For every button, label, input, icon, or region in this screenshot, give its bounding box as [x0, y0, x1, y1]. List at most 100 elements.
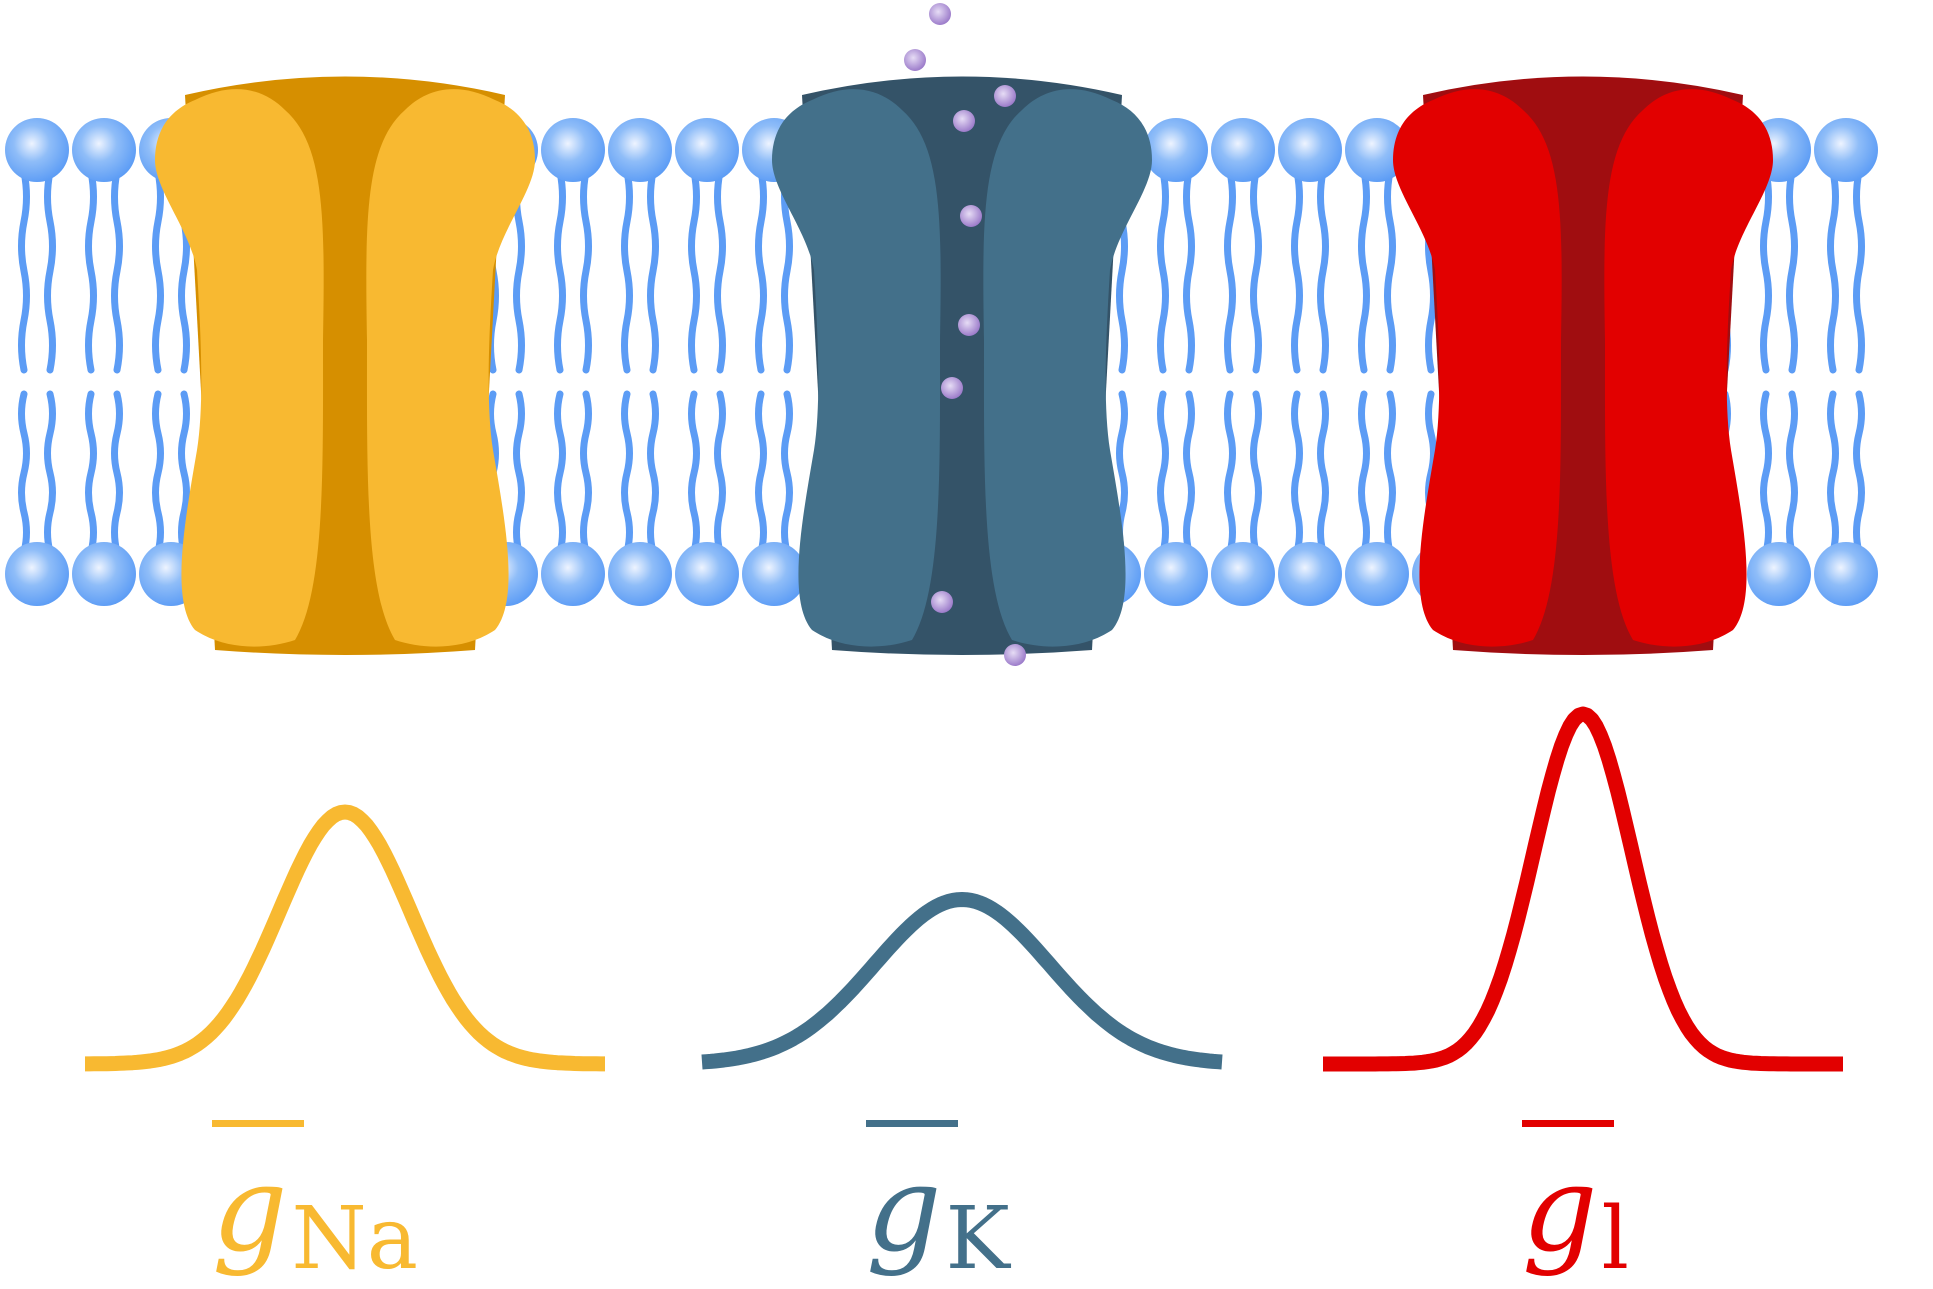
- lipid-tail: [781, 168, 793, 374]
- label-g-na: gNa: [212, 1120, 418, 1282]
- ion-channels: [155, 76, 1773, 655]
- leak-channel: [1393, 76, 1773, 655]
- ion-particle-icon: [958, 314, 980, 336]
- lipid-tail: [152, 390, 164, 556]
- lipid-tail: [1384, 390, 1396, 556]
- sodium-channel: [155, 76, 535, 655]
- lipid-tail: [1224, 168, 1236, 374]
- lipid-head-icon: [1747, 542, 1811, 606]
- lipid-tail: [755, 168, 767, 374]
- lipid-tail: [554, 390, 566, 556]
- lipid-tail: [85, 390, 97, 556]
- lipid-tail: [1853, 168, 1865, 374]
- lipid-tail: [1224, 390, 1236, 556]
- lipid-tail: [152, 168, 164, 374]
- lipid-tail: [580, 390, 592, 556]
- lipid-head-icon: [1345, 118, 1409, 182]
- lipid-tail: [1827, 168, 1839, 374]
- lipid-tail: [1317, 390, 1329, 556]
- conductance-curve-k: [698, 892, 1226, 1070]
- lipid-head-icon: [541, 118, 605, 182]
- lipid-tail: [85, 168, 97, 374]
- lipid-tail: [688, 390, 700, 556]
- lipid-head-icon: [742, 542, 806, 606]
- lipid-tail: [1317, 168, 1329, 374]
- lipid-head-icon: [675, 542, 739, 606]
- lipid-head-icon: [608, 542, 672, 606]
- lipid-tail: [513, 390, 525, 556]
- ion-particle-icon: [941, 377, 963, 399]
- ion-particle-icon: [960, 205, 982, 227]
- lipid-tail: [647, 168, 659, 374]
- lipid-tail: [44, 390, 56, 556]
- lipid-head-icon: [608, 118, 672, 182]
- ion-particle-icon: [1004, 644, 1026, 666]
- lipid-head-icon: [541, 542, 605, 606]
- lipid-tail: [781, 390, 793, 556]
- channel-protein-icon: [772, 89, 941, 647]
- lipid-tail: [647, 390, 659, 556]
- lipid-tail: [688, 168, 700, 374]
- lipid-tail: [1250, 168, 1262, 374]
- lipid-tail: [1291, 390, 1303, 556]
- lipid-tail: [1358, 390, 1370, 556]
- ion-particle-icon: [929, 3, 951, 25]
- conductance-curve-na: [81, 804, 609, 1072]
- lipid-head-icon: [72, 542, 136, 606]
- lipid-tail: [621, 390, 633, 556]
- overbar: [212, 1120, 304, 1127]
- overbar: [1522, 1120, 1614, 1127]
- lipid-tail: [1786, 168, 1798, 374]
- lipid-tail: [1250, 390, 1262, 556]
- lipid-tail: [714, 390, 726, 556]
- lipid-tail: [1358, 168, 1370, 374]
- lipid-tail: [1157, 168, 1169, 374]
- ion-particle-icon: [931, 591, 953, 613]
- lipid-head-icon: [1814, 542, 1878, 606]
- lipid-tail: [1786, 390, 1798, 556]
- label-g-k: gK: [866, 1120, 1010, 1282]
- lipid-head-icon: [1211, 542, 1275, 606]
- lipid-tail: [621, 168, 633, 374]
- lipid-tail: [714, 168, 726, 374]
- lipid-tail: [1183, 168, 1195, 374]
- lipid-tail: [18, 168, 30, 374]
- lipid-head-icon: [5, 542, 69, 606]
- lipid-tail: [1291, 168, 1303, 374]
- lipid-head-icon: [1144, 542, 1208, 606]
- lipid-tail: [111, 390, 123, 556]
- ion-particle-icon: [904, 49, 926, 71]
- overbar: [866, 1120, 958, 1127]
- lipid-head-icon: [1278, 542, 1342, 606]
- channel-protein-icon: [1604, 89, 1773, 647]
- lipid-tail: [18, 390, 30, 556]
- lipid-tail: [1760, 390, 1772, 556]
- channel-protein-icon: [983, 89, 1152, 647]
- conductance-curves: [81, 706, 1847, 1072]
- lipid-tail: [44, 168, 56, 374]
- conductance-curve-l: [1319, 706, 1847, 1072]
- lipid-tail: [554, 168, 566, 374]
- lipid-tail: [1827, 390, 1839, 556]
- channel-protein-icon: [1393, 89, 1562, 647]
- lipid-head-icon: [1814, 118, 1878, 182]
- lipid-head-icon: [1211, 118, 1275, 182]
- ion-particle-icon: [994, 85, 1016, 107]
- channel-protein-icon: [155, 89, 324, 647]
- lipid-tail: [580, 168, 592, 374]
- lipid-head-icon: [1345, 542, 1409, 606]
- lipid-tail: [178, 390, 190, 556]
- lipid-head-icon: [1144, 118, 1208, 182]
- lipid-tail: [111, 168, 123, 374]
- label-g-l: gl: [1522, 1120, 1629, 1282]
- lipid-head-icon: [1278, 118, 1342, 182]
- lipid-head-icon: [72, 118, 136, 182]
- lipid-tail: [1760, 168, 1772, 374]
- lipid-tail: [1853, 390, 1865, 556]
- ion-particles: [904, 3, 1026, 666]
- channel-protein-icon: [366, 89, 535, 647]
- lipid-head-icon: [675, 118, 739, 182]
- lipid-tail: [1183, 390, 1195, 556]
- lipid-tail: [1384, 168, 1396, 374]
